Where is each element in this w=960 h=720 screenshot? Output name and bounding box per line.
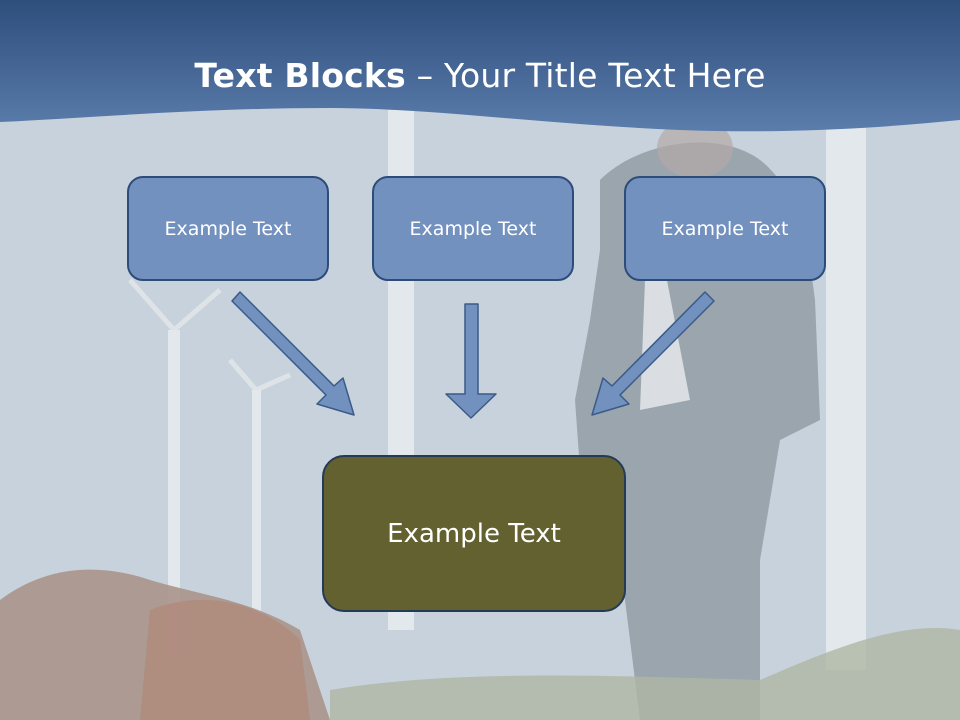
title-rest: Your Title Text Here (444, 56, 766, 95)
text-block-1[interactable]: Example Text (127, 176, 329, 281)
text-block-2[interactable]: Example Text (372, 176, 574, 281)
title-dash: – (416, 56, 434, 95)
page-title: Text Blocks – Your Title Text Here (0, 52, 960, 100)
text-block-3[interactable]: Example Text (624, 176, 826, 281)
text-block-2-label: Example Text (409, 217, 537, 240)
result-text-block[interactable]: Example Text (322, 455, 626, 612)
text-block-3-label: Example Text (661, 217, 789, 240)
text-block-1-label: Example Text (164, 217, 292, 240)
title-bold: Text Blocks (194, 56, 406, 95)
result-text-block-label: Example Text (387, 518, 561, 549)
